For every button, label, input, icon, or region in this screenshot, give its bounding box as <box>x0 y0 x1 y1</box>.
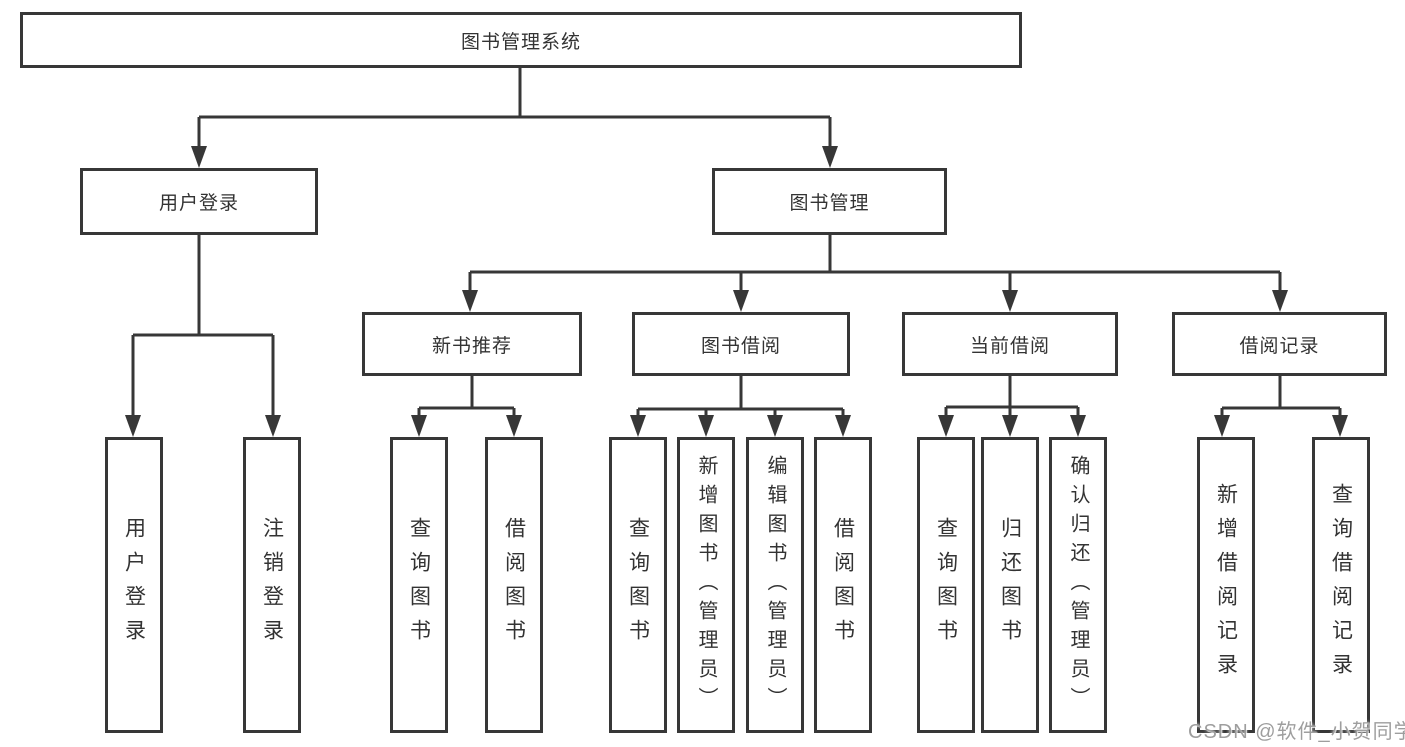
leaf-borrowing-edit-books-admin: 编辑图书（管理员） <box>746 437 804 733</box>
leaf-records-query-record: 查询借阅记录 <box>1312 437 1370 733</box>
leaf-logout: 注销登录 <box>243 437 301 733</box>
node-current-borrowing: 当前借阅 <box>902 312 1118 376</box>
leaf-newbooks-query-books: 查询图书 <box>390 437 448 733</box>
leaf-label: 查询借阅记录 <box>1329 483 1353 687</box>
node-borrowing-records: 借阅记录 <box>1172 312 1387 376</box>
leaf-current-query-books: 查询图书 <box>917 437 975 733</box>
leaf-borrowing-borrow-books: 借阅图书 <box>814 437 872 733</box>
node-book-borrowing: 图书借阅 <box>632 312 850 376</box>
leaf-label: 新增借阅记录 <box>1214 483 1238 687</box>
leaf-label: 用户登录 <box>122 517 146 653</box>
node-label: 图书管理系统 <box>460 31 581 53</box>
leaf-label: 查询图书 <box>626 517 650 653</box>
csdn-watermark: CSDN @软件_小贺同学 <box>1188 721 1405 743</box>
leaf-label: 借阅图书 <box>831 517 855 653</box>
node-label: 新书推荐 <box>431 335 512 357</box>
leaf-label: 编辑图书（管理员） <box>764 454 786 716</box>
node-label: 当前借阅 <box>969 335 1050 357</box>
leaf-label: 查询图书 <box>934 517 958 653</box>
node-book-management: 图书管理 <box>712 168 947 235</box>
leaf-label: 注销登录 <box>260 517 284 653</box>
leaf-current-return-books: 归还图书 <box>981 437 1039 733</box>
leaf-borrowing-query-books: 查询图书 <box>609 437 667 733</box>
leaf-label: 借阅图书 <box>502 517 526 653</box>
leaf-newbooks-borrow-books: 借阅图书 <box>485 437 543 733</box>
node-label: 图书管理 <box>789 193 870 214</box>
leaf-label: 归还图书 <box>998 517 1022 653</box>
node-label: 用户登录 <box>158 193 239 214</box>
node-system-root: 图书管理系统 <box>20 12 1022 68</box>
leaf-user-login: 用户登录 <box>105 437 163 733</box>
leaf-label: 新增图书（管理员） <box>695 454 717 716</box>
node-label: 借阅记录 <box>1239 335 1320 357</box>
node-user-login: 用户登录 <box>80 168 318 235</box>
leaf-records-add-record: 新增借阅记录 <box>1197 437 1255 733</box>
node-label: 图书借阅 <box>700 335 781 357</box>
node-new-book-recommend: 新书推荐 <box>362 312 582 376</box>
leaf-borrowing-add-books-admin: 新增图书（管理员） <box>677 437 735 733</box>
leaf-label: 确认归还（管理员） <box>1067 454 1089 716</box>
leaf-current-confirm-return-admin: 确认归还（管理员） <box>1049 437 1107 733</box>
leaf-label: 查询图书 <box>407 517 431 653</box>
